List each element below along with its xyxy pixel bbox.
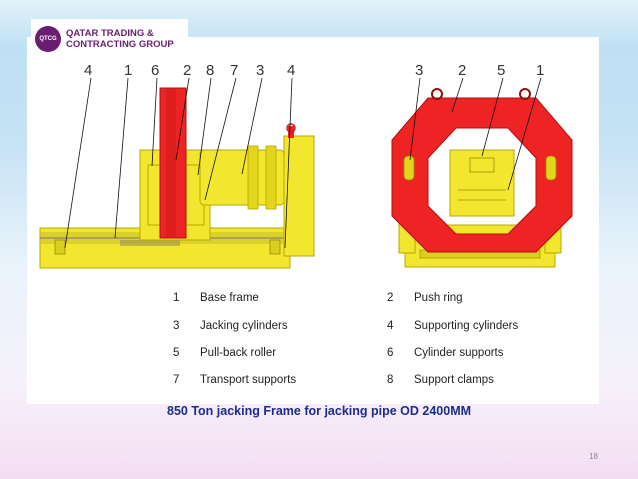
figure-caption: 850 Ton jacking Frame for jacking pipe O… xyxy=(167,404,472,418)
logo-emblem: QTCG xyxy=(35,26,61,52)
legend-label: Cylinder supports xyxy=(414,347,504,359)
legend-number: 8 xyxy=(387,374,394,386)
callout-left-1: 1 xyxy=(124,62,133,79)
legend-number: 5 xyxy=(173,347,180,359)
callout-right-2: 2 xyxy=(458,62,467,79)
legend-number: 7 xyxy=(173,374,180,386)
legend-label: Support clamps xyxy=(414,374,494,386)
callout-left-2: 2 xyxy=(183,62,192,79)
push-ring-front xyxy=(391,97,573,253)
side-view-drawing xyxy=(39,77,315,269)
logo-wordmark: QATAR TRADING & CONTRACTING GROUP xyxy=(66,28,174,50)
callout-left-3: 3 xyxy=(256,62,265,79)
callout-right-1: 1 xyxy=(536,62,545,79)
legend-label: Pull-back roller xyxy=(200,347,277,359)
callout-left-4b: 4 xyxy=(287,62,296,79)
legend-number: 1 xyxy=(173,292,180,304)
callout-left-8: 8 xyxy=(206,62,215,79)
page-number: 18 xyxy=(589,452,598,461)
legend-number: 2 xyxy=(387,292,394,304)
callout-left-6: 6 xyxy=(151,62,160,79)
legend-label: Transport supports xyxy=(200,374,297,386)
legend-label: Jacking cylinders xyxy=(200,320,288,332)
pull-back-roller xyxy=(449,149,515,217)
legend-number: 3 xyxy=(173,320,180,332)
callout-left-7: 7 xyxy=(230,62,239,79)
logo-line-2: CONTRACTING GROUP xyxy=(66,39,174,50)
company-logo: QTCG QATAR TRADING & CONTRACTING GROUP xyxy=(31,19,188,59)
callout-right-3: 3 xyxy=(415,62,424,79)
legend-label: Base frame xyxy=(200,292,259,304)
front-view-drawing xyxy=(391,77,573,268)
legend-number: 6 xyxy=(387,347,394,359)
legend-number: 4 xyxy=(387,320,394,332)
legend-label: Push ring xyxy=(414,292,463,304)
logo-line-1: QATAR TRADING & xyxy=(66,28,154,39)
callout-right-5: 5 xyxy=(497,62,506,79)
legend-label: Supporting cylinders xyxy=(414,320,519,332)
callout-left-4a: 4 xyxy=(84,62,93,79)
